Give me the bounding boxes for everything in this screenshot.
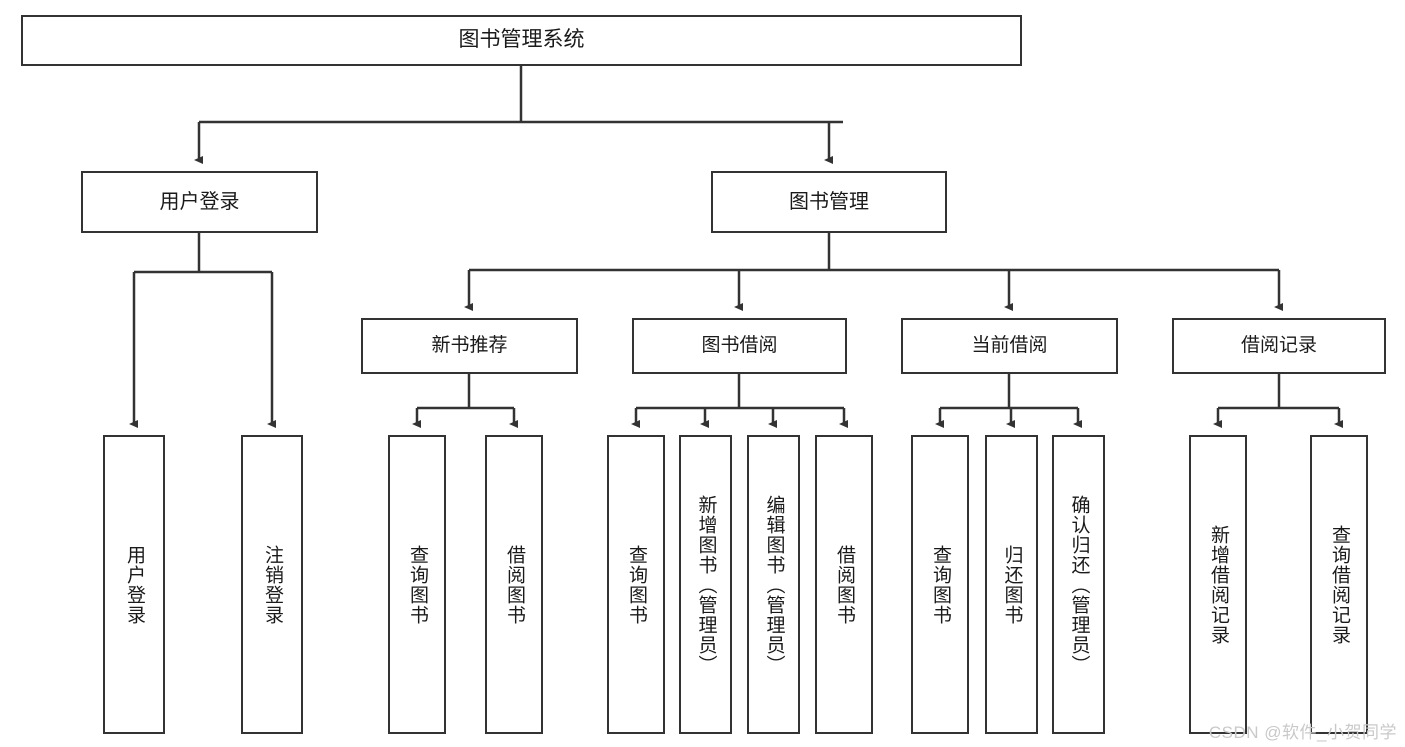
node-return-book[interactable]: 归还图书 — [985, 435, 1038, 734]
node-label: 新增借阅记录 — [1207, 524, 1229, 645]
node-user-login-action[interactable]: 用户登录 — [103, 435, 165, 734]
node-user-login[interactable]: 用户登录 — [81, 171, 318, 233]
node-label: 用户登录 — [123, 544, 145, 625]
node-book-manage[interactable]: 图书管理 — [711, 171, 947, 233]
node-label: 借阅图书 — [503, 544, 525, 625]
node-label: 图书借阅 — [701, 335, 778, 357]
node-label: 用户登录 — [159, 190, 240, 213]
node-label: 图书管理 — [789, 190, 869, 213]
node-borrow-book-rec[interactable]: 借阅图书 — [485, 435, 543, 734]
node-add-borrow-record[interactable]: 新增借阅记录 — [1189, 435, 1247, 734]
node-label: 借阅记录 — [1240, 335, 1317, 357]
node-label: 查询图书 — [929, 544, 951, 625]
node-book-borrow[interactable]: 图书借阅 — [632, 318, 847, 374]
node-new-book-rec[interactable]: 新书推荐 — [361, 318, 578, 374]
node-borrow-book-borrow[interactable]: 借阅图书 — [815, 435, 873, 734]
node-query-book-borrow[interactable]: 查询图书 — [607, 435, 665, 734]
node-label: 新书推荐 — [431, 335, 508, 357]
node-label: 归还图书 — [1001, 544, 1023, 625]
node-confirm-return-admin[interactable]: 确认归还（管理员） — [1052, 435, 1105, 734]
node-label: 注销登录 — [261, 544, 283, 625]
watermark: CSDN @软件_小贺同学 — [1208, 723, 1397, 742]
node-user-logout-action[interactable]: 注销登录 — [241, 435, 303, 734]
node-label: 借阅图书 — [833, 544, 855, 625]
node-label: 查询借阅记录 — [1328, 524, 1350, 645]
node-root[interactable]: 图书管理系统 — [21, 15, 1022, 66]
node-add-book-admin[interactable]: 新增图书（管理员） — [679, 435, 732, 734]
node-label: 确认归还（管理员） — [1068, 494, 1090, 675]
node-query-book-current[interactable]: 查询图书 — [911, 435, 969, 734]
node-borrow-record[interactable]: 借阅记录 — [1172, 318, 1386, 374]
node-label: 查询图书 — [625, 544, 647, 625]
node-current-borrow[interactable]: 当前借阅 — [901, 318, 1118, 374]
node-label: 当前借阅 — [971, 335, 1048, 357]
node-label: 新增图书（管理员） — [695, 494, 717, 675]
node-edit-book-admin[interactable]: 编辑图书（管理员） — [747, 435, 800, 734]
node-label: 编辑图书（管理员） — [763, 494, 785, 675]
node-label: 查询图书 — [406, 544, 428, 625]
node-label: 图书管理系统 — [458, 28, 585, 52]
node-query-borrow-record[interactable]: 查询借阅记录 — [1310, 435, 1368, 734]
node-query-book-rec[interactable]: 查询图书 — [388, 435, 446, 734]
